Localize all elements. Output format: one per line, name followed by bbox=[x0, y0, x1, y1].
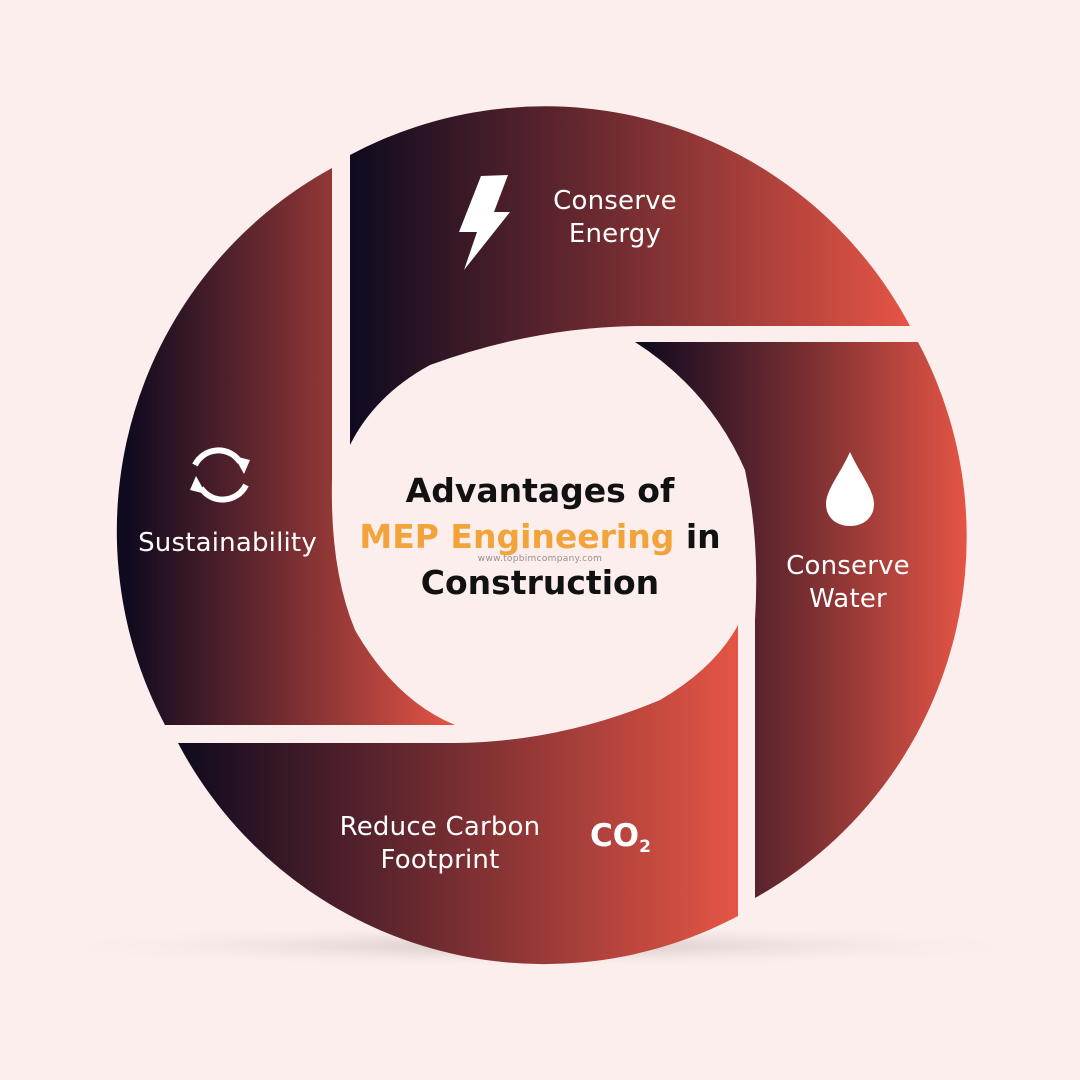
label-conserve-water: Conserve Water bbox=[786, 551, 910, 614]
lightning-bolt-icon bbox=[459, 175, 510, 270]
label-reduce-carbon-footprint: Reduce Carbon Footprint bbox=[339, 812, 541, 875]
title-highlight: MEP Engineering bbox=[359, 517, 675, 556]
recycle-arrows-icon bbox=[190, 447, 250, 503]
diagram-title: Advantages of MEP Engineering in Constru… bbox=[359, 471, 721, 602]
watermark: www.topbimcompany.com bbox=[477, 554, 603, 564]
co2-icon: CO2 bbox=[590, 818, 651, 857]
water-drop-icon bbox=[826, 452, 874, 526]
label-sustainability: Sustainability bbox=[138, 528, 317, 558]
segment-water bbox=[635, 342, 967, 898]
label-conserve-energy: Conserve Energy bbox=[553, 186, 677, 249]
segment-sustainability bbox=[116, 168, 456, 725]
segment-carbon bbox=[178, 625, 738, 965]
